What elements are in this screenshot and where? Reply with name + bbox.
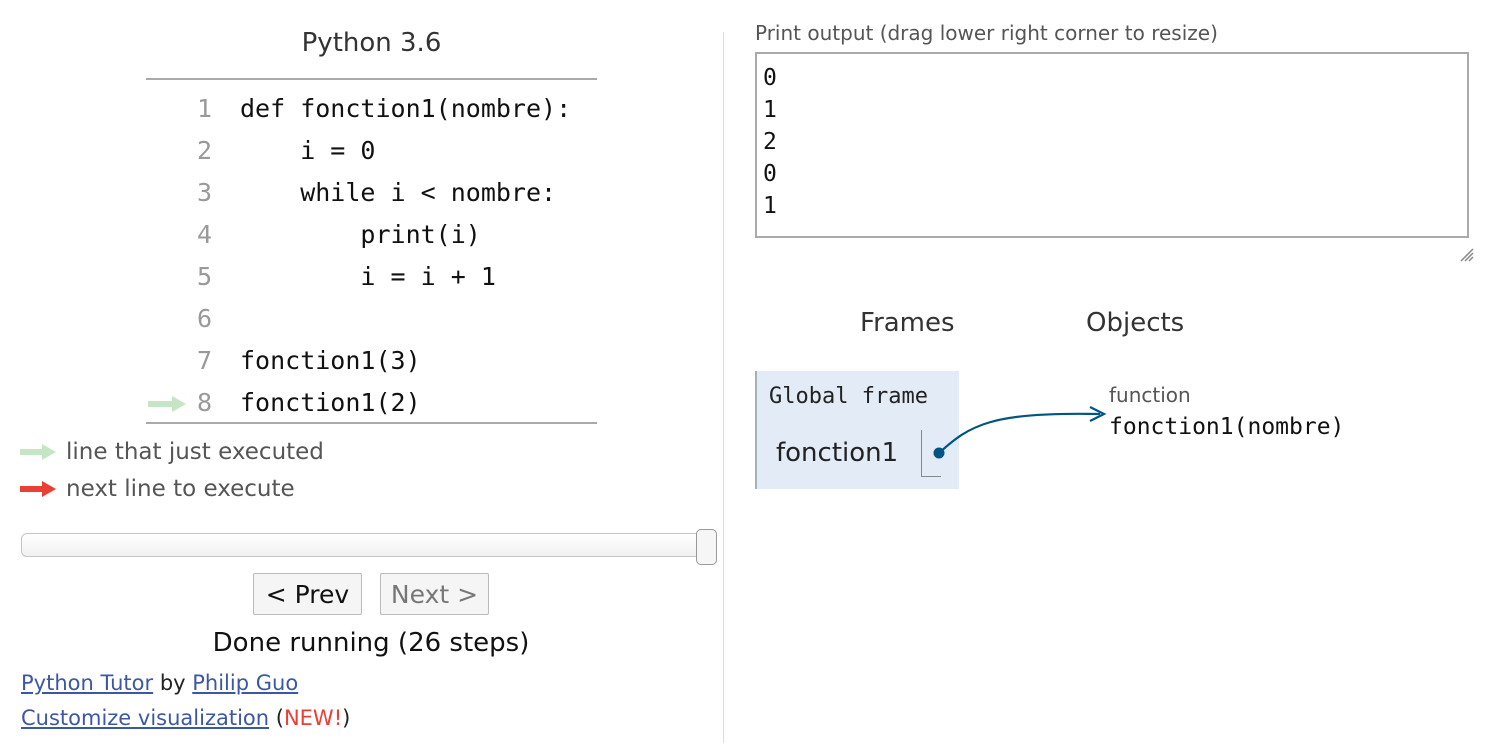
code-line: 3 while i < nombre: <box>146 172 606 214</box>
line-source: while i < nombre: <box>240 178 557 207</box>
line-number: 4 <box>196 220 212 249</box>
step-slider-handle[interactable] <box>696 529 717 565</box>
code-line: 6 <box>146 298 606 340</box>
legend-next-label: next line to execute <box>66 476 295 502</box>
pointer-curve <box>938 412 1101 454</box>
pointer-arrow <box>933 406 1107 459</box>
print-output-label: Print output (drag lower right corner to… <box>755 21 1218 45</box>
step-slider-track[interactable] <box>21 533 717 557</box>
function-object: fonction1(nombre) <box>1109 414 1345 440</box>
output-line: 2 <box>763 129 777 155</box>
code-line: 1 def fonction1(nombre): <box>146 88 606 130</box>
prev-button[interactable]: < Prev <box>253 573 362 615</box>
code-bottom-rule <box>146 422 597 424</box>
code-line-current: 8 fonction1(2) <box>146 382 606 424</box>
line-source: i = i + 1 <box>240 262 496 291</box>
footer-credit: Python Tutor by Philip Guo <box>21 671 298 695</box>
customize-visualization-link[interactable]: Customize visualization <box>21 706 270 730</box>
line-source: def fonction1(nombre): <box>240 94 572 123</box>
code-top-rule <box>146 78 597 80</box>
global-frame <box>755 371 959 489</box>
code-listing: 1 def fonction1(nombre): 2 i = 0 3 while … <box>146 88 606 424</box>
legend-next: next line to execute <box>20 474 295 504</box>
output-line: 0 <box>763 65 777 91</box>
line-source: fonction1(2) <box>240 388 421 417</box>
line-number: 1 <box>196 94 212 123</box>
code-line: 2 i = 0 <box>146 130 606 172</box>
arrow-right-icon <box>20 481 56 497</box>
print-output-box[interactable]: 0 1 2 0 1 <box>755 52 1469 238</box>
line-source: print(i) <box>240 220 481 249</box>
arrow-right-icon <box>20 444 56 460</box>
line-number: 8 <box>196 388 212 417</box>
object-type-label: function <box>1109 383 1191 407</box>
global-frame-title: Global frame <box>769 384 928 409</box>
paren-open: ( <box>269 706 284 730</box>
footer-customize: Customize visualization (NEW!) <box>21 706 350 730</box>
executed-line-arrow-icon <box>148 396 186 412</box>
paren-close: ) <box>342 706 351 730</box>
next-button[interactable]: Next > <box>380 573 489 615</box>
line-number: 3 <box>196 178 212 207</box>
resize-grip-icon[interactable] <box>1458 246 1474 262</box>
code-line: 7 fonction1(3) <box>146 340 606 382</box>
footer-by: by <box>153 671 193 695</box>
code-line: 5 i = i + 1 <box>146 256 606 298</box>
language-label: Python 3.6 <box>301 28 442 58</box>
line-source: fonction1(3) <box>240 346 421 375</box>
line-number: 2 <box>196 136 212 165</box>
frame-variable-name: fonction1 <box>776 438 899 468</box>
line-number: 5 <box>196 262 212 291</box>
python-tutor-link[interactable]: Python Tutor <box>21 671 154 695</box>
line-source: i = 0 <box>240 136 376 165</box>
status-text: Done running (26 steps) <box>212 628 530 658</box>
frames-heading: Frames <box>860 308 955 338</box>
output-line: 0 <box>763 161 777 187</box>
legend-executed: line that just executed <box>20 437 324 467</box>
line-number: 7 <box>196 346 212 375</box>
code-line: 4 print(i) <box>146 214 606 256</box>
new-badge: NEW! <box>283 706 343 730</box>
pointer-arrowhead-icon <box>1089 406 1107 422</box>
objects-heading: Objects <box>1086 308 1185 338</box>
pane-divider <box>723 32 724 743</box>
legend-executed-label: line that just executed <box>66 439 324 465</box>
frame-variable-value <box>921 430 941 477</box>
output-line: 1 <box>763 97 777 123</box>
output-line: 1 <box>763 193 777 219</box>
philip-guo-link[interactable]: Philip Guo <box>192 671 299 695</box>
line-number: 6 <box>196 304 212 333</box>
